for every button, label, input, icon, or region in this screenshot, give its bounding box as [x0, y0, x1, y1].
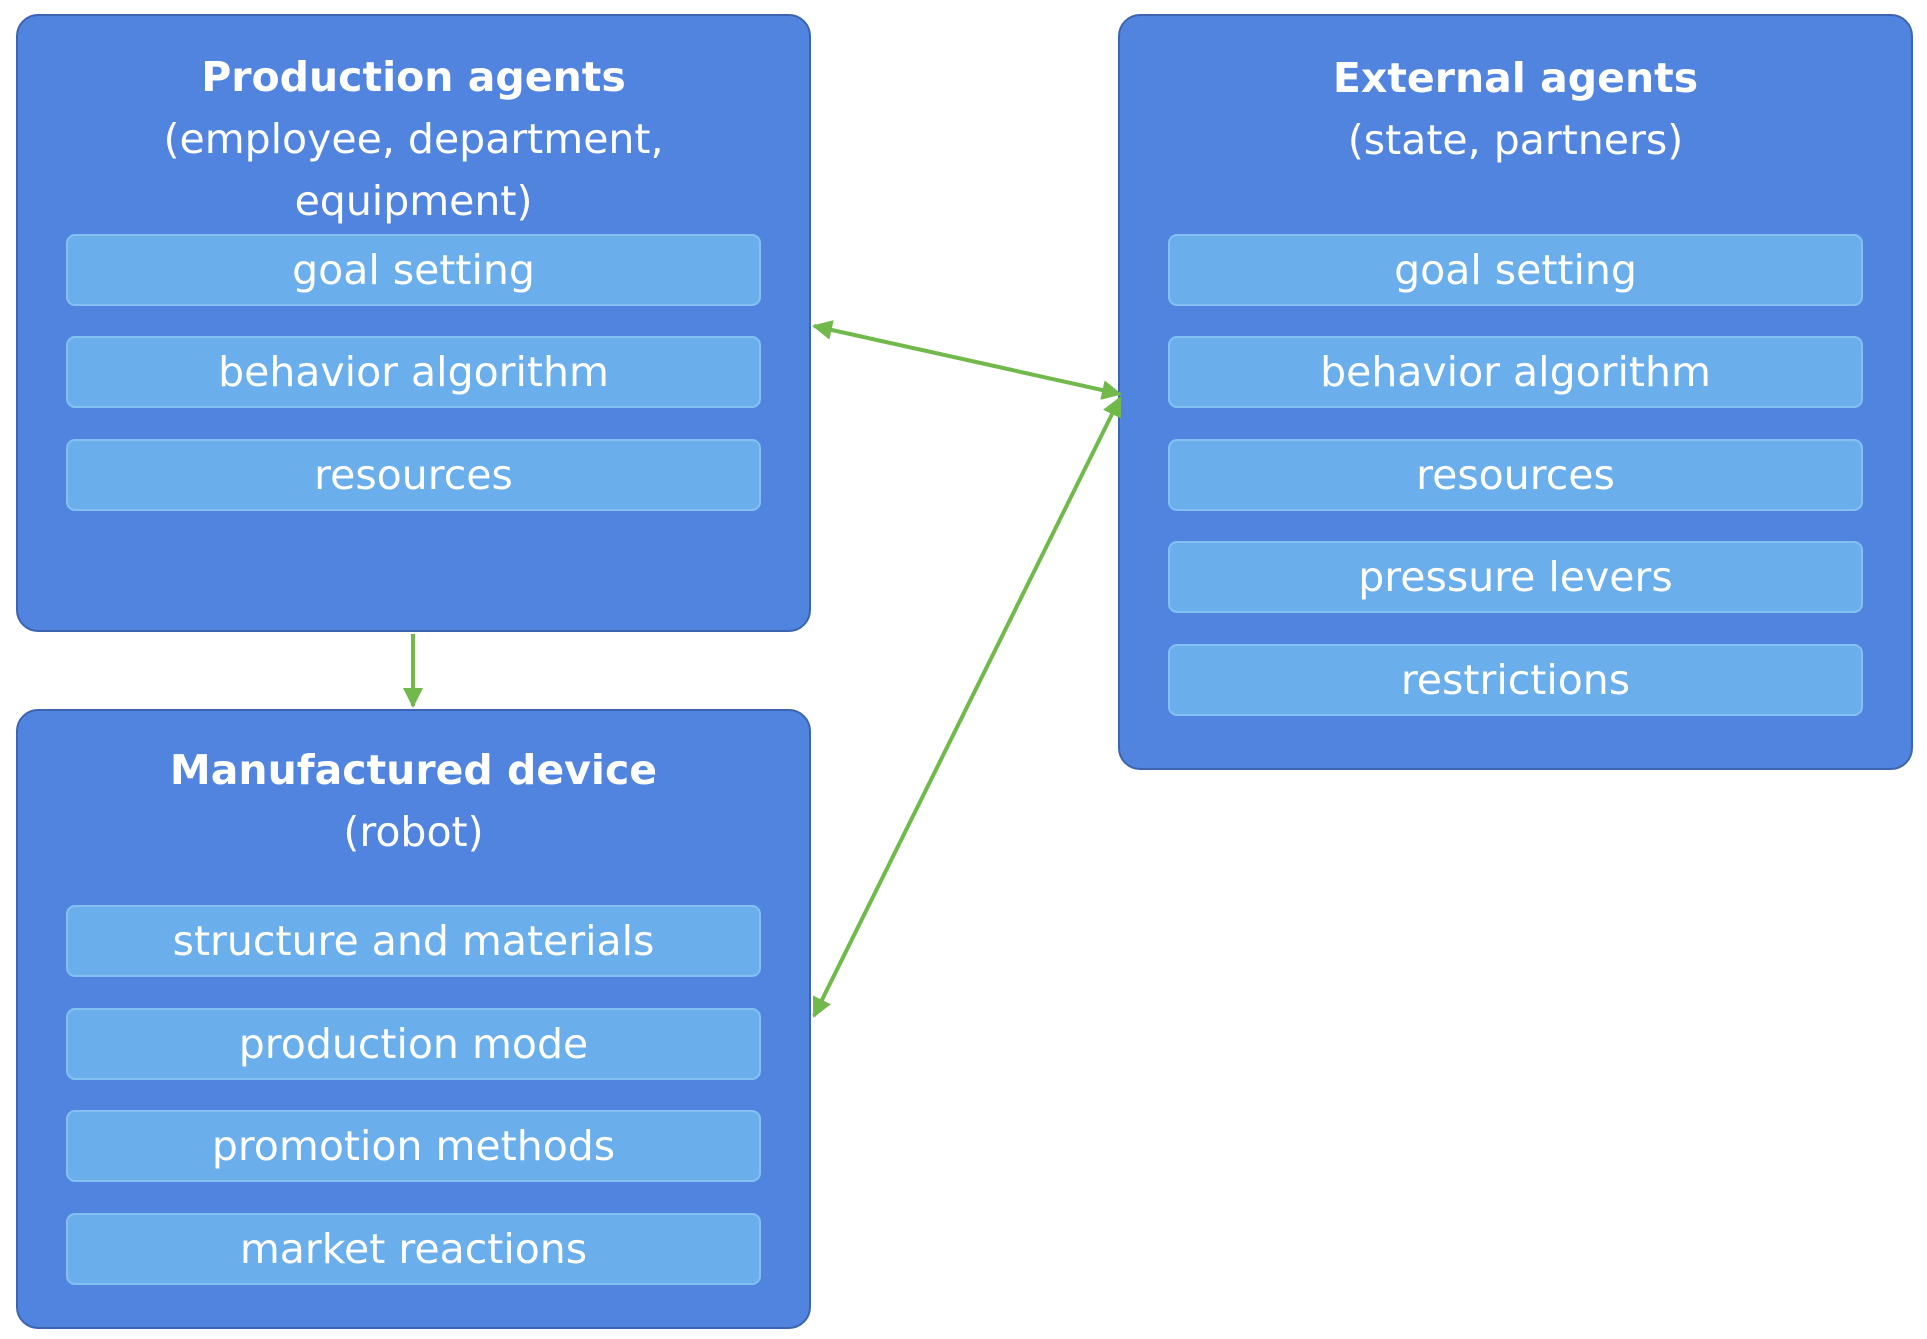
device-item-market-reactions: market reactions — [66, 1213, 761, 1285]
device-item-production-mode: production mode — [66, 1008, 761, 1080]
external-item-pressure-levers: pressure levers — [1168, 541, 1863, 613]
production-agents-title: Production agents — [201, 53, 626, 101]
external-item-restrictions: restrictions — [1168, 644, 1863, 716]
production-item-behavior-algorithm: behavior algorithm — [66, 336, 761, 408]
arrow-device-external — [812, 396, 1122, 1018]
device-item-promotion-methods: promotion methods — [66, 1110, 761, 1182]
manufactured-device-title: Manufactured device — [169, 746, 658, 794]
external-item-goal-setting: goal setting — [1168, 234, 1863, 306]
device-item-structure-and-materials: structure and materials — [66, 905, 761, 977]
external-agents-title: External agents — [1332, 54, 1699, 102]
arrow-production-external — [812, 320, 1122, 400]
external-item-behavior-algorithm: behavior algorithm — [1168, 336, 1863, 408]
external-item-resources: resources — [1168, 439, 1863, 511]
external-agents-subtitle: (state, partners) — [1347, 116, 1684, 164]
manufactured-device-subtitle: (robot) — [343, 808, 484, 856]
production-agents-panel: Production agents (employee, department,… — [16, 14, 811, 632]
external-agents-panel: External agents (state, partners) goal s… — [1118, 14, 1913, 770]
manufactured-device-panel: Manufactured device (robot) structure an… — [16, 709, 811, 1329]
production-item-resources: resources — [66, 439, 761, 511]
production-agents-subtitle: (employee, department, equipment) — [163, 115, 664, 225]
production-item-goal-setting: goal setting — [66, 234, 761, 306]
